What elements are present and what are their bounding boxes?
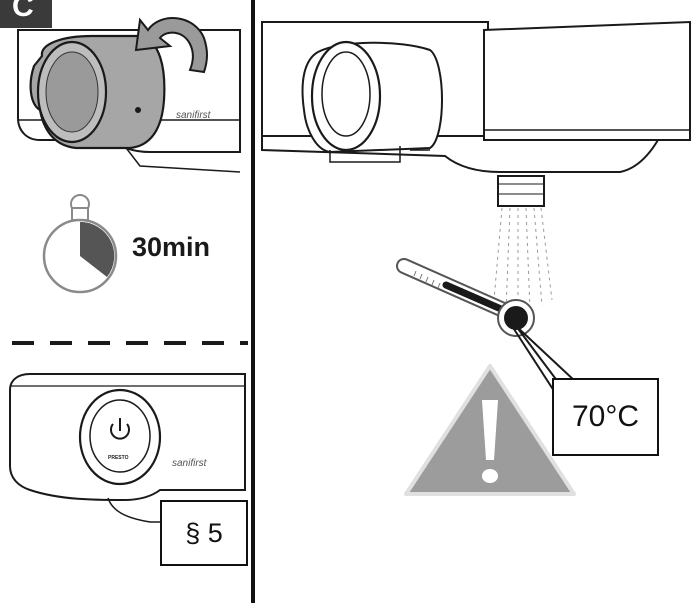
button-brand: PRESTO <box>108 455 129 461</box>
step-badge: C <box>0 0 52 28</box>
water-stream <box>493 207 553 312</box>
right-knob <box>301 40 443 163</box>
push-button[interactable]: PRESTO <box>78 388 162 486</box>
brand-mark-bottom: sanifirst <box>172 458 208 469</box>
timer-wedge <box>80 221 115 277</box>
spout-outlet <box>497 175 545 207</box>
temperature-value: 70°C <box>571 400 640 433</box>
thermometer-icon <box>396 258 535 337</box>
power-icon <box>110 418 130 440</box>
brand-mark-top: sanifirst <box>176 110 212 121</box>
rotate-arrow-icon <box>134 17 208 74</box>
knob[interactable] <box>29 34 166 150</box>
section-reference[interactable]: § 5 <box>160 500 248 566</box>
temperature-label: 70°C <box>552 378 659 456</box>
duration-label: 30min <box>132 232 211 262</box>
warning-icon <box>404 364 576 496</box>
section-reference-text: § 5 <box>185 517 223 548</box>
